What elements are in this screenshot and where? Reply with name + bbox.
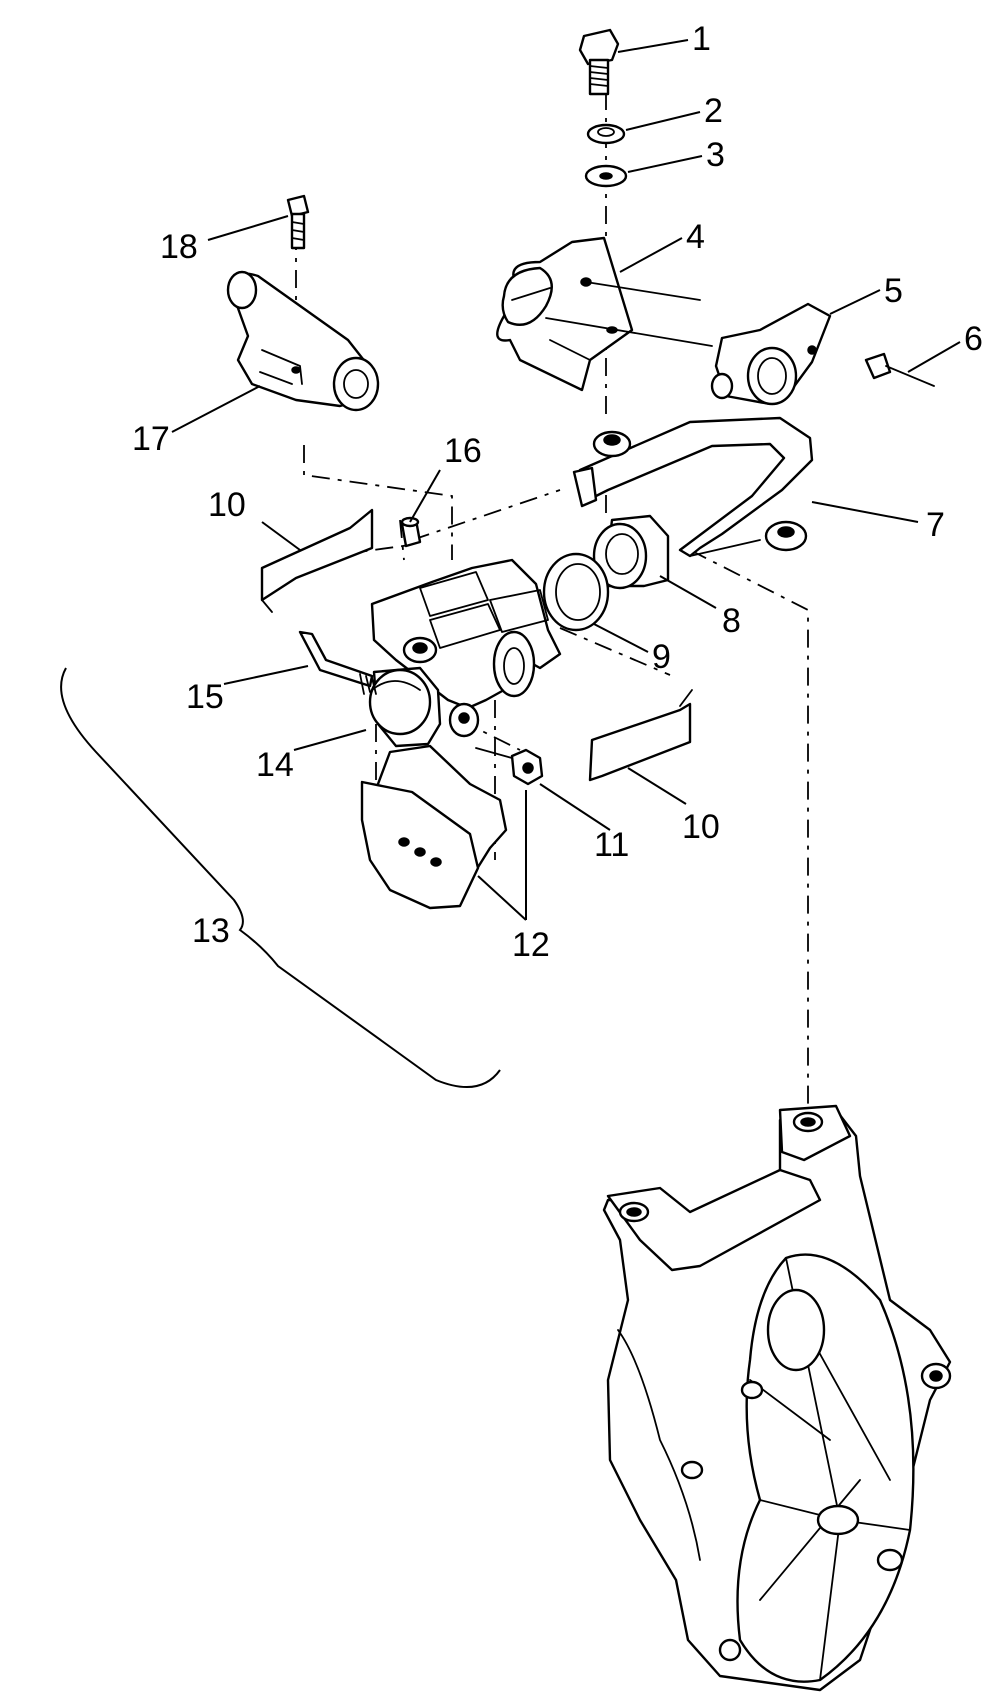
shim-part-10-lower: [588, 689, 693, 782]
bracket-part-4: [496, 236, 713, 392]
assembly-brace-13: [60, 667, 501, 1088]
piston-part-8: [592, 514, 670, 590]
fitting-part-11: [475, 747, 544, 786]
callout-12: 12: [512, 926, 550, 964]
callout-11: 11: [594, 826, 629, 864]
callout-10-lower: 10: [682, 808, 720, 846]
callout-18: 18: [160, 228, 198, 266]
callout-9: 9: [652, 638, 671, 676]
callout-13: 13: [192, 912, 230, 950]
callout-8: 8: [722, 602, 741, 640]
chassis-housing: [602, 1104, 952, 1692]
screw-part-18: [286, 194, 310, 250]
leader-lines: [171, 39, 961, 921]
callouts: 1 2 3 4 5 6 7 8 9 10 10 11 12 13 14 15 1…: [132, 20, 983, 964]
callout-10-upper: 10: [208, 486, 246, 524]
shim-part-10-upper: [260, 508, 374, 613]
callout-14: 14: [256, 746, 294, 784]
housing-part-17: [226, 270, 380, 412]
callout-6: 6: [964, 320, 983, 358]
frame-part-7: [572, 416, 814, 558]
seal-ring-part-9: [542, 552, 610, 632]
bolt-part-1: [578, 28, 620, 96]
brake-pads-part-12: [360, 744, 508, 910]
callout-1: 1: [692, 20, 711, 58]
lever-part-5: [710, 302, 832, 406]
flat-washer-part-3: [584, 164, 628, 188]
callout-17: 17: [132, 420, 170, 458]
bleeder-line-part-15: [298, 630, 377, 695]
callout-3: 3: [706, 136, 725, 174]
callout-2: 2: [704, 92, 723, 130]
caliper-housing-part-14: [368, 666, 442, 748]
callout-16: 16: [444, 432, 482, 470]
callout-7: 7: [926, 506, 945, 544]
callout-4: 4: [686, 218, 705, 256]
bleeder-screw-part-16: [400, 516, 422, 548]
lock-washer-part-2: [586, 123, 626, 145]
callout-5: 5: [884, 272, 903, 310]
callout-15: 15: [186, 678, 224, 716]
pin-part-6: [864, 352, 935, 387]
